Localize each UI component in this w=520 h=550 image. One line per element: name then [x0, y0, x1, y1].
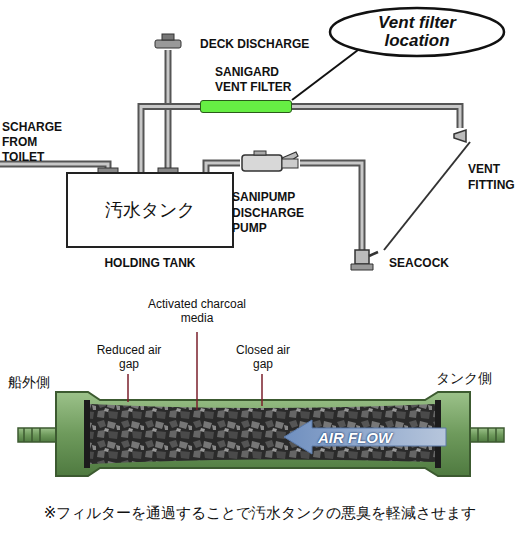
pipe	[292, 107, 460, 129]
part-label: Closed air gap	[228, 344, 298, 372]
flow-label: AIR FLOW	[318, 429, 392, 446]
discharge-pump: SANIPUMP DISCHARGE PUMP	[240, 150, 300, 176]
callout-line	[292, 50, 358, 100]
pipe-label: DECK DISCHARGE	[200, 38, 309, 52]
pipe-label: SCHARGE FROM TOILET	[2, 120, 64, 165]
holding-tank: 汚水タンクHOLDING TANK	[66, 172, 234, 248]
seacock-label: SEACOCK	[389, 256, 449, 270]
fitting-label: VENT FITTING	[468, 162, 518, 193]
callout-bubble: Vent filter location	[328, 6, 506, 58]
seacock-shape	[345, 250, 379, 274]
tank-name: 汚水タンク	[105, 198, 195, 222]
pipe	[141, 107, 200, 173]
part-label: Reduced air gap	[94, 344, 164, 372]
caption: ※フィルターを通過することで汚水タンクの悪臭を軽減させます	[0, 504, 520, 521]
vent-fitting-shape	[452, 128, 468, 144]
side-label: 船外側	[8, 374, 50, 390]
side-label: タンク側	[436, 370, 492, 386]
callout-text: Vent filter location	[357, 14, 477, 50]
pipe	[206, 163, 240, 172]
vent-fitting: VENT FITTING	[452, 128, 468, 144]
part-label: Activated charcoal media	[145, 298, 249, 326]
discharge-pump-shape	[240, 150, 300, 176]
vent-filter: SANIGARD VENT FILTER	[200, 100, 292, 113]
pump-label: SANIPUMP DISCHARGE PUMP	[232, 190, 312, 237]
seacock: SEACOCK	[345, 250, 379, 274]
pipe	[300, 163, 362, 250]
tank-label: HOLDING TANK	[68, 256, 232, 270]
filter-label: SANIGARD VENT FILTER	[215, 65, 301, 96]
